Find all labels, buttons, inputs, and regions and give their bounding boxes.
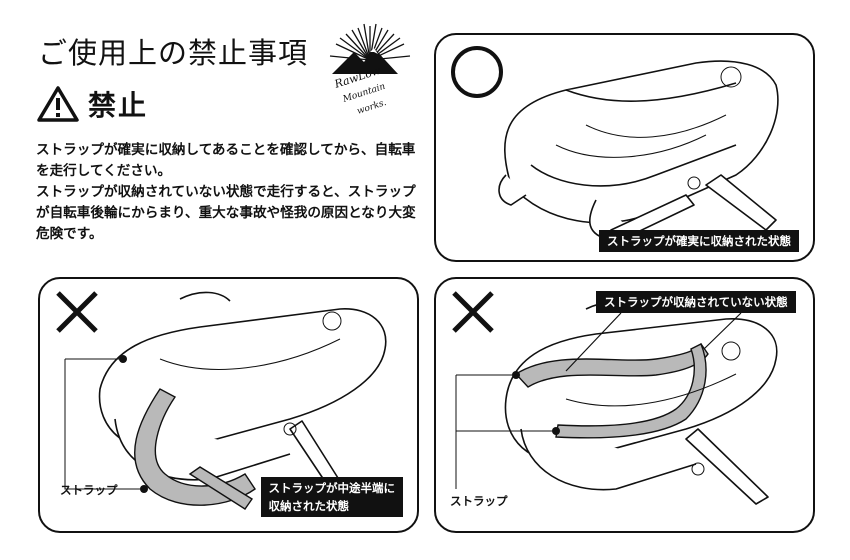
warning-triangle-icon (37, 86, 79, 122)
saddle-bag-illustration (498, 60, 779, 241)
panel-correct: ストラップが確実に収納された状態 (434, 33, 815, 262)
strap-label: ストラップ (450, 494, 508, 508)
strap-label: ストラップ (60, 483, 118, 497)
caption-partial: ストラップが中途半端に 収納された状態 (260, 477, 403, 517)
caption-unstowed: ストラップが収納されていない状態 (596, 291, 796, 313)
warning-heading: 禁止 (36, 84, 148, 124)
logo-text-3: works. (356, 98, 388, 117)
caption-correct: ストラップが確実に収納された状態 (599, 230, 799, 252)
warning-label: 禁止 (88, 89, 149, 122)
danger-paragraph: ストラップが収納されていない状態で走行すると、ストラップが自転車後輪にからまり、… (36, 184, 416, 242)
caption-line: ストラップが確実に収納された状態 (607, 234, 791, 248)
saddle-bag-illustration (64, 291, 387, 510)
caption-line: 収納された状態 (268, 499, 350, 513)
brand-logo: RawLow Mountain works. (329, 23, 411, 117)
panel-unstowed: ストラップが収納されていない状態 ストラップ (434, 277, 815, 533)
saddle-bag-illustration (455, 301, 778, 505)
caption-line: ストラップが中途半端に (268, 481, 396, 495)
caption-line: ストラップが収納されていない状態 (604, 295, 788, 309)
panel-partial: ストラップ ストラップが中途半端に 収納された状態 (38, 277, 419, 533)
instruction-paragraph: ストラップが確実に収納してあることを確認してから、自転車を走行してください。 (36, 142, 416, 179)
page-title: ご使用上の禁止事項 (38, 36, 309, 70)
